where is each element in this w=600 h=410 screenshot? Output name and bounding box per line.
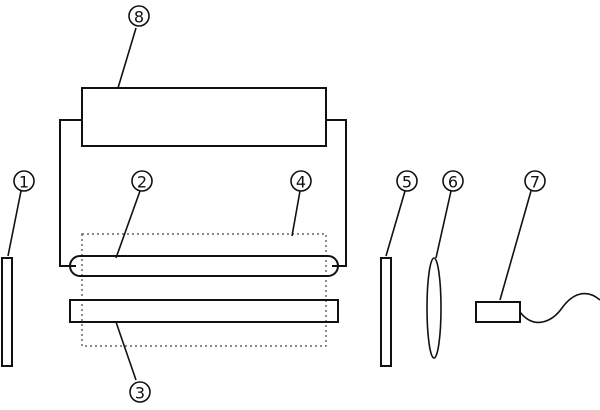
component-2-tube xyxy=(69,255,339,277)
leader-7 xyxy=(499,190,532,301)
label-7: 7 xyxy=(524,170,546,192)
label-8-text: 8 xyxy=(134,8,144,27)
label-7-text: 7 xyxy=(530,173,540,192)
leader-3 xyxy=(115,321,137,381)
component-8-housing xyxy=(81,87,327,147)
component-1-mirror xyxy=(1,257,13,367)
label-4: 4 xyxy=(290,170,312,192)
label-2: 2 xyxy=(131,170,153,192)
label-6: 6 xyxy=(442,170,464,192)
label-8: 8 xyxy=(128,5,150,27)
component-6-lens xyxy=(426,257,442,359)
leader-5 xyxy=(385,190,406,257)
label-1-text: 1 xyxy=(19,173,29,192)
leader-6 xyxy=(435,190,452,259)
label-1: 1 xyxy=(13,170,35,192)
label-5: 5 xyxy=(396,170,418,192)
leader-4 xyxy=(291,190,301,237)
component-3-plate xyxy=(69,299,339,323)
component-4-region xyxy=(81,233,327,347)
label-2-text: 2 xyxy=(137,173,147,192)
leader-8 xyxy=(117,27,137,89)
component-7-detector xyxy=(475,301,521,323)
frame-right xyxy=(326,119,347,267)
label-3-text: 3 xyxy=(135,384,145,403)
label-4-text: 4 xyxy=(296,173,306,192)
label-6-text: 6 xyxy=(448,173,458,192)
leader-2 xyxy=(115,190,141,259)
label-3: 3 xyxy=(129,381,151,403)
frame-left xyxy=(59,119,82,267)
component-7-cable xyxy=(519,292,600,324)
leader-1 xyxy=(7,190,22,257)
component-5-mirror xyxy=(380,257,392,367)
label-5-text: 5 xyxy=(402,173,412,192)
